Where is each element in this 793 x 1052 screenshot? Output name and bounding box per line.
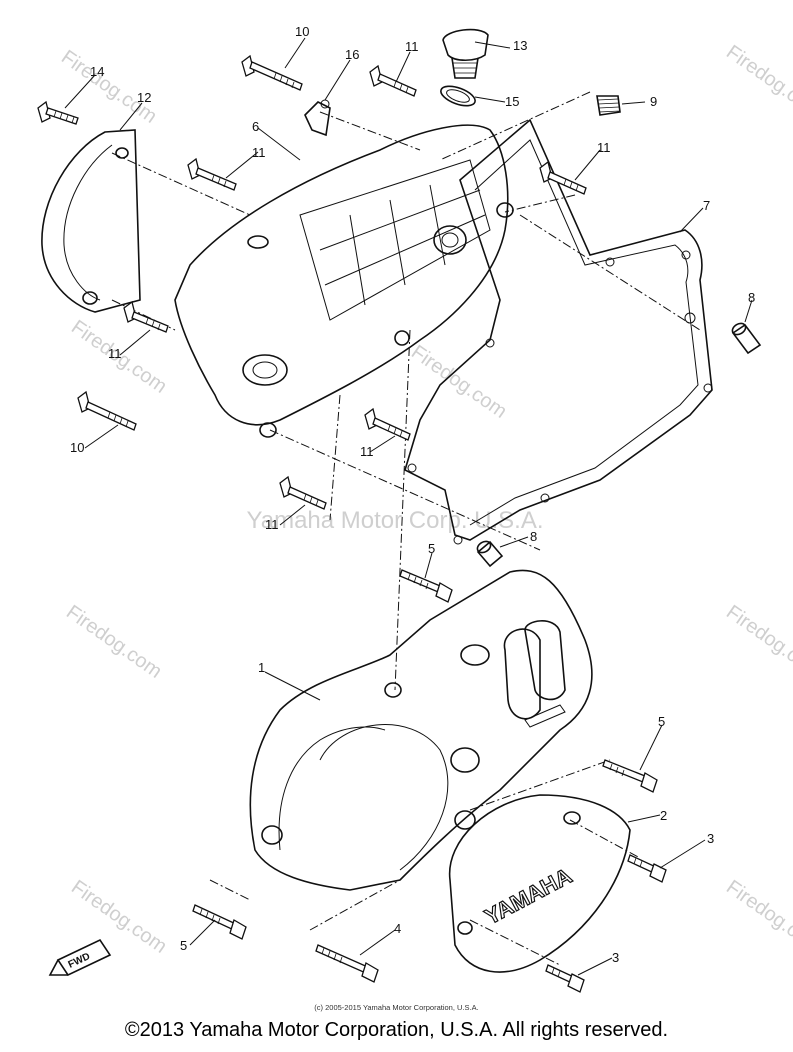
bolt-11-middle bbox=[364, 407, 411, 441]
bolt-5-top bbox=[399, 569, 453, 603]
callout-12: 12 bbox=[137, 90, 151, 105]
callout-14: 13 bbox=[513, 38, 527, 53]
callout-5: 5 bbox=[658, 714, 665, 729]
clip-16 bbox=[304, 99, 331, 137]
callout-5: 5 bbox=[180, 938, 187, 953]
bolt-10-lower bbox=[77, 390, 137, 431]
bolt-3-lower bbox=[545, 964, 585, 993]
bolts bbox=[37, 54, 667, 993]
bolt-3-upper bbox=[627, 854, 667, 883]
callout-3: 3 bbox=[612, 950, 619, 965]
bolt-5-right bbox=[602, 759, 658, 793]
filler-cap-14 bbox=[440, 28, 489, 107]
callout-8: 8 bbox=[748, 290, 755, 305]
leader-lines bbox=[64, 37, 753, 976]
callout-3: 3 bbox=[707, 831, 714, 846]
callout-10: 10 bbox=[70, 440, 84, 455]
callout-10: 10 bbox=[295, 24, 309, 39]
inner-cover-6 bbox=[174, 124, 514, 438]
callout-15: 15 bbox=[505, 94, 519, 109]
outer-cover-1 bbox=[249, 569, 593, 891]
watermarks: Yamaha Motor Corp. U.S.A. Firedog.com Fi… bbox=[57, 41, 793, 958]
callout-8: 8 bbox=[530, 529, 537, 544]
watermark-site: Firedog.com bbox=[722, 41, 793, 123]
callout-6: 6 bbox=[252, 119, 259, 134]
watermark-site: Firedog.com bbox=[722, 876, 793, 958]
bolt-11-right bbox=[539, 160, 587, 195]
fwd-arrow: FWD bbox=[48, 938, 112, 977]
dowel-pins-8 bbox=[476, 322, 762, 568]
bolt-11-left-upper bbox=[187, 157, 237, 191]
yamaha-logo: YAMAHA bbox=[481, 863, 576, 930]
callout-11: 11 bbox=[597, 140, 611, 155]
callout-11: 11 bbox=[252, 145, 266, 160]
copyright-notice: ©2013 Yamaha Motor Corporation, U.S.A. A… bbox=[124, 1019, 669, 1041]
callout-11: 11 bbox=[108, 346, 122, 361]
callout-2: 2 bbox=[660, 808, 667, 823]
bolt-5-left bbox=[192, 904, 247, 940]
bolt-11-left-lower bbox=[123, 300, 169, 333]
watermark-site: Firedog.com bbox=[67, 876, 171, 958]
watermark-site: Firedog.com bbox=[722, 601, 793, 683]
watermark-site: Firedog.com bbox=[62, 601, 166, 683]
callout-11: 11 bbox=[265, 517, 279, 532]
bolt-11-bottom bbox=[279, 475, 327, 510]
watermark-center: Yamaha Motor Corp. U.S.A. bbox=[247, 507, 544, 534]
drain-plug-9 bbox=[596, 95, 621, 116]
callout-5: 5 bbox=[428, 541, 435, 556]
side-cover-12 bbox=[41, 129, 141, 313]
callout-16: 16 bbox=[345, 47, 359, 62]
callout-1: 1 bbox=[258, 660, 265, 675]
callout-13: 14 bbox=[90, 64, 104, 79]
watermark-site: Firedog.com bbox=[407, 341, 511, 423]
round-cover-2: YAMAHA bbox=[448, 794, 631, 973]
gasket-7 bbox=[404, 118, 713, 545]
callout-11: 11 bbox=[360, 444, 374, 459]
callout-9: 9 bbox=[650, 94, 657, 109]
callout-7: 7 bbox=[703, 198, 710, 213]
callout-4: 4 bbox=[394, 921, 401, 936]
bolt-4 bbox=[315, 944, 379, 983]
image-credit: (c) 2005-2015 Yamaha Motor Corporation, … bbox=[314, 1003, 479, 1012]
bolt-13 bbox=[37, 100, 79, 125]
bolt-11-top bbox=[369, 64, 417, 97]
callout-numbers: 14 12 10 16 11 13 15 9 11 6 11 7 8 11 10… bbox=[70, 24, 755, 965]
callout-11: 11 bbox=[405, 39, 419, 54]
assembly-axes bbox=[111, 91, 701, 966]
bolt-10-top bbox=[241, 54, 303, 91]
